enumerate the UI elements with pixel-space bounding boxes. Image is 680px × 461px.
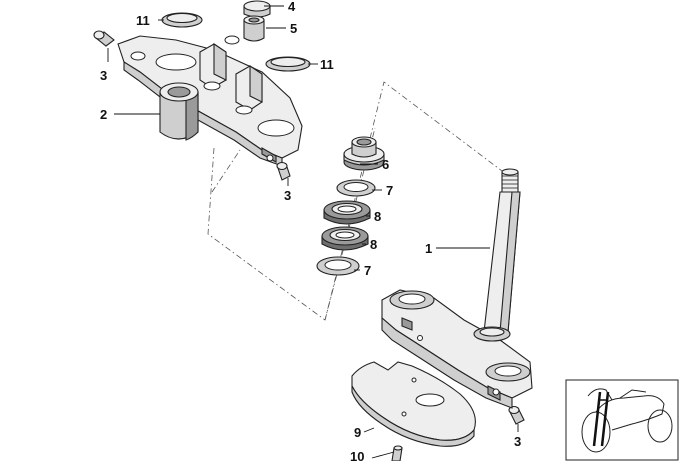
handlebar-clamp-cylinder bbox=[159, 82, 199, 141]
rubber-cap-left bbox=[161, 12, 203, 28]
adjusting-nut bbox=[343, 136, 385, 171]
roller-bearing-upper bbox=[323, 200, 371, 225]
label-part-6: 6 bbox=[382, 157, 389, 172]
steering-stem bbox=[483, 168, 521, 333]
bolt-middle bbox=[276, 161, 291, 181]
label-part-1: 1 bbox=[425, 241, 432, 256]
label-part-8-upper: 8 bbox=[374, 209, 381, 224]
label-part-8-lower: 8 bbox=[370, 237, 377, 252]
leader-lines bbox=[107, 5, 519, 459]
seal-ring-lower bbox=[316, 256, 360, 276]
roller-bearing-lower bbox=[321, 226, 369, 251]
label-part-2: 2 bbox=[100, 107, 107, 122]
pin bbox=[391, 445, 403, 461]
cap bbox=[243, 0, 271, 18]
label-part-3-bottom: 3 bbox=[514, 434, 521, 449]
bolt-top-left bbox=[93, 30, 115, 47]
label-part-11-left: 11 bbox=[136, 13, 150, 28]
label-part-11-right: 11 bbox=[320, 57, 334, 72]
upper-fork-bridge bbox=[117, 35, 303, 167]
label-part-3-middle: 3 bbox=[284, 188, 291, 203]
cover-plate bbox=[351, 361, 476, 447]
motorcycle-locator-thumbnail bbox=[565, 379, 679, 461]
label-part-7-upper: 7 bbox=[386, 183, 393, 198]
label-part-3-top: 3 bbox=[100, 68, 107, 83]
label-part-7-lower: 7 bbox=[364, 263, 371, 278]
bolt-bottom-right bbox=[508, 405, 525, 425]
sleeve bbox=[243, 15, 265, 42]
part-number-labels: 1 2 3 3 3 4 5 6 7 7 8 8 9 10 11 11 bbox=[100, 0, 521, 461]
seal-ring-upper bbox=[336, 179, 376, 197]
lower-fork-bridge bbox=[381, 289, 533, 409]
label-part-4: 4 bbox=[288, 0, 296, 14]
label-part-9: 9 bbox=[354, 425, 361, 440]
label-part-10: 10 bbox=[350, 449, 364, 461]
rubber-cap-right bbox=[265, 56, 311, 72]
label-part-5: 5 bbox=[290, 21, 297, 36]
